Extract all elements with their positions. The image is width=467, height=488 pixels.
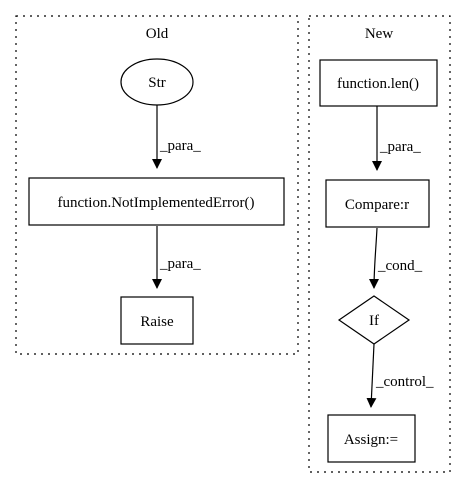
edge-label-para: _para_ [159,256,201,272]
node-raise: Raise [120,296,194,345]
edge-len-to-compare: _para_ [372,106,421,171]
cluster-new-title: New [365,26,393,42]
edge-label-cond: _cond_ [377,258,423,274]
node-len: function.len() [319,59,438,107]
cluster-old-title: Old [146,26,169,42]
node-notimplementederror-label: function.NotImplementedError() [57,195,254,211]
edge-label-control: _control_ [375,374,434,390]
edge-label-para: _para_ [159,138,201,154]
cluster-new-border [308,15,451,473]
node-str-label: Str [148,75,166,91]
cluster-old: Old [15,15,299,355]
node-notimplementederror: function.NotImplementedError() [28,177,285,226]
node-len-label: function.len() [337,76,419,92]
node-if-label: If [369,313,379,329]
node-str: Str [120,58,194,106]
cluster-new: New [308,15,451,473]
node-raise-label: Raise [140,314,174,330]
node-compare: Compare:r [325,179,430,228]
edge-compare-to-if: _cond_ [369,227,423,289]
cluster-old-border [15,15,299,355]
node-assign-label: Assign:= [344,432,398,448]
node-assign: Assign:= [327,414,416,463]
edge-label-para: _para_ [379,139,421,155]
edge-notimplementederror-to-raise: _para_ [152,226,201,289]
edge-if-to-assign: _control_ [366,343,434,408]
node-compare-label: Compare:r [345,197,409,213]
edge-str-to-notimplementederror: _para_ [152,105,201,169]
node-if: If [337,295,411,345]
